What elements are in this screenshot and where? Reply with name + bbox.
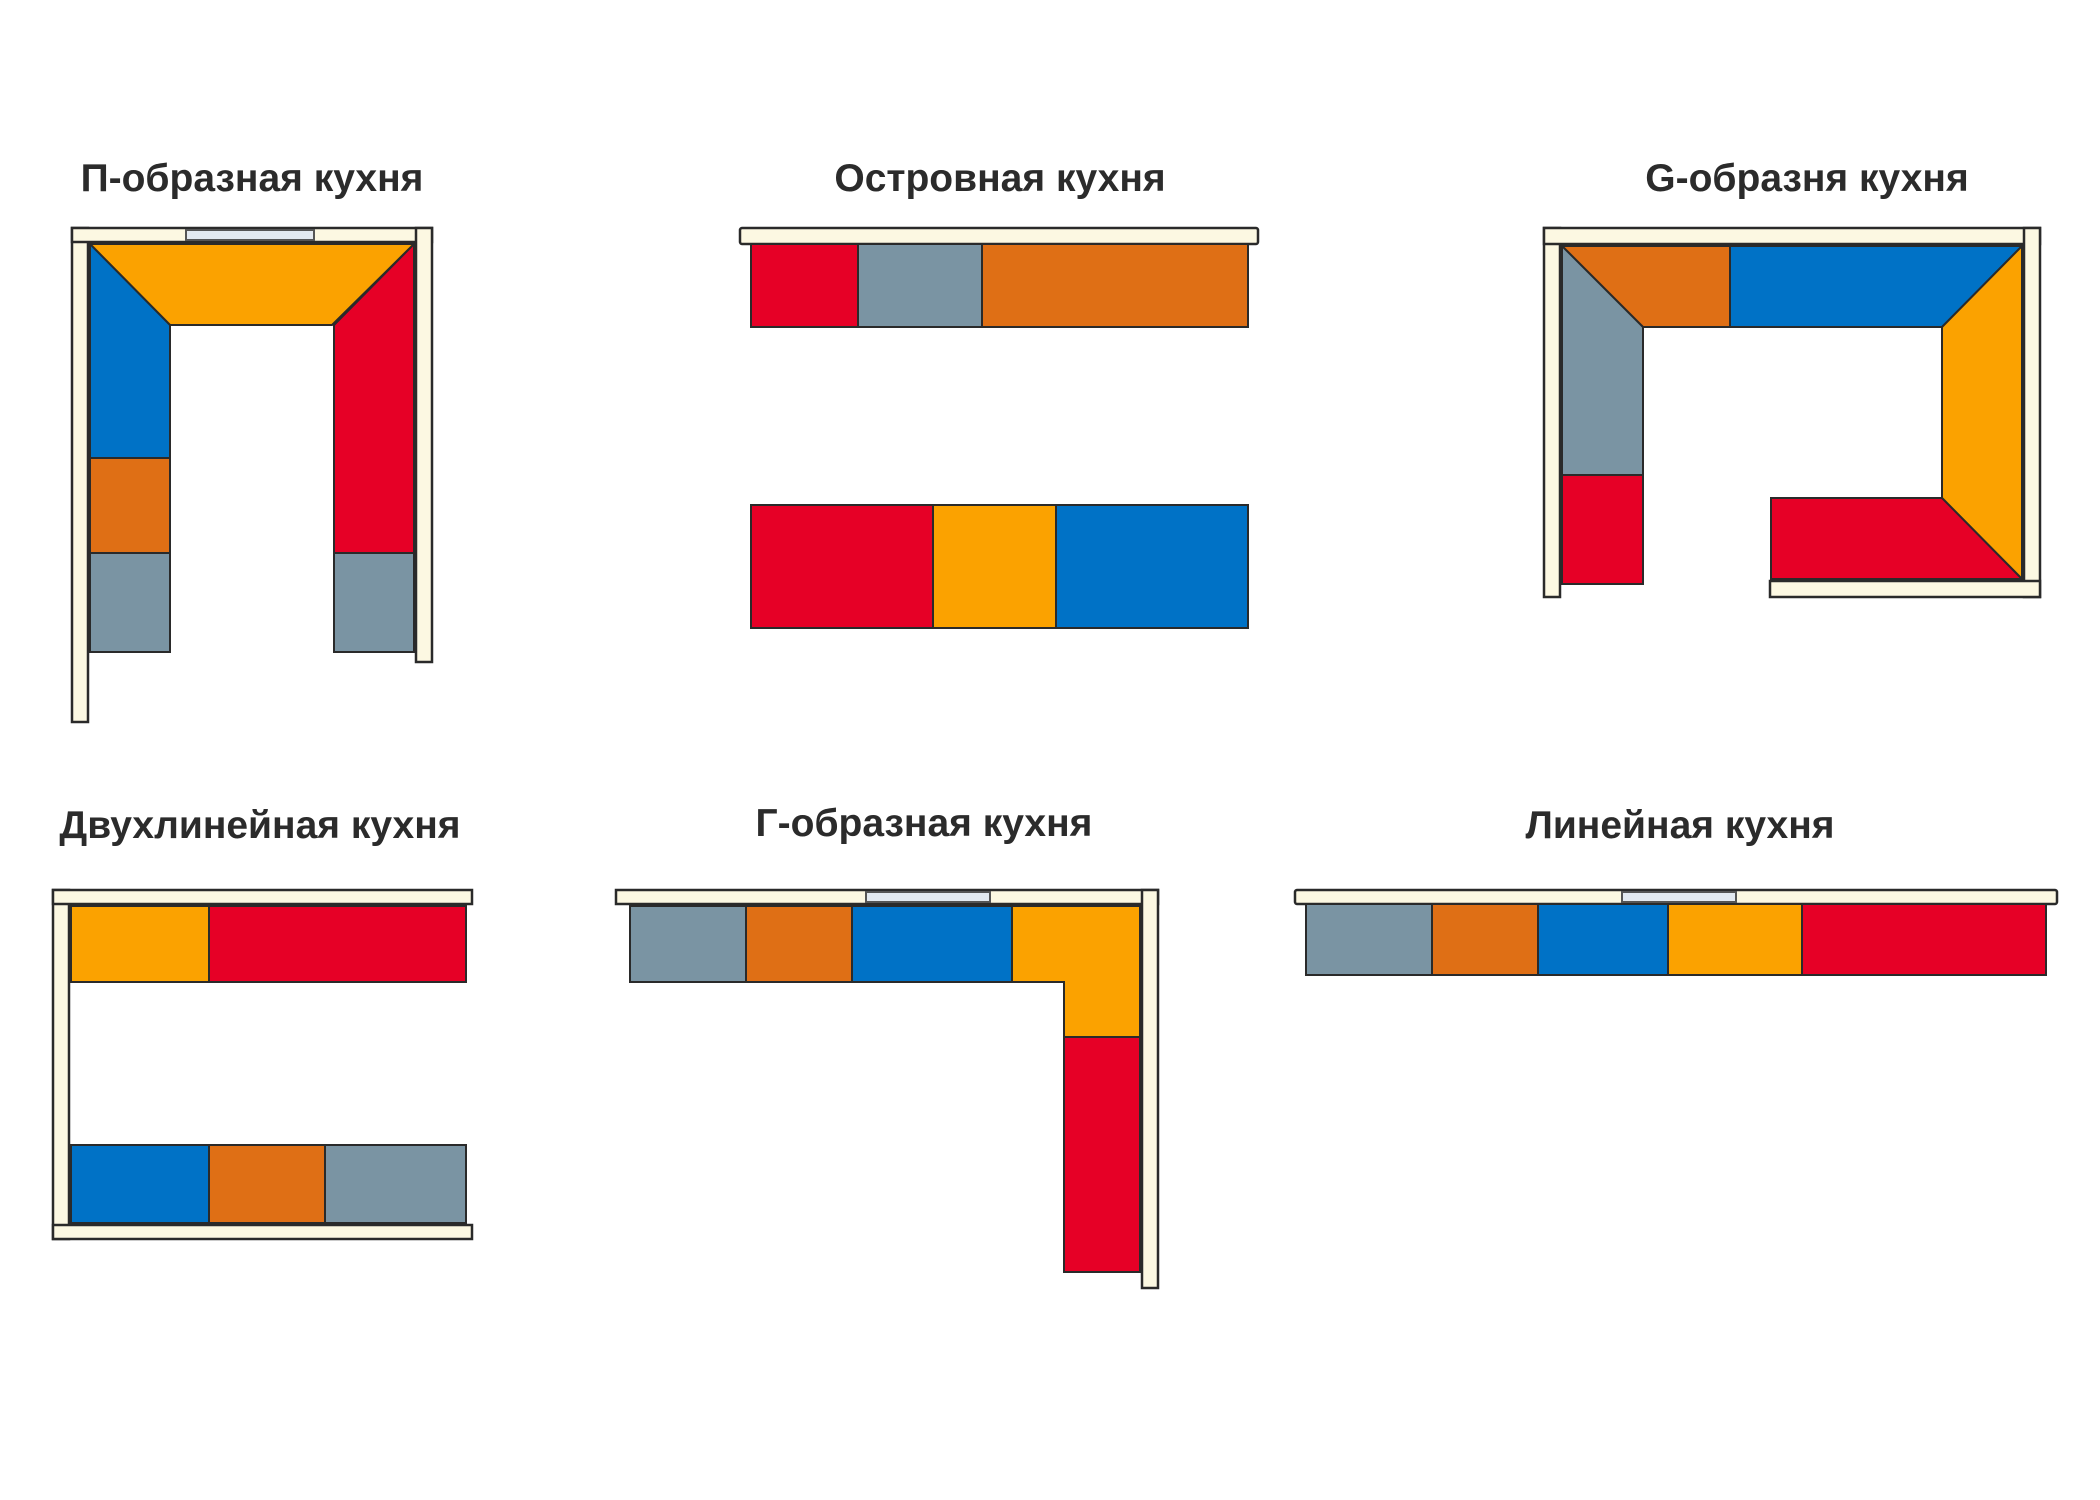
wall-bottom — [51, 1223, 474, 1241]
cabinet — [70, 1144, 210, 1224]
layout-g-shaped: G-образня кухня — [1542, 157, 2042, 599]
wall-left — [1542, 226, 1562, 599]
cabinet — [1801, 903, 2047, 976]
cabinet-corner — [1011, 905, 1141, 1038]
cabinet — [932, 504, 1057, 629]
galley-top-row — [70, 905, 467, 983]
layout-linear: Линейная кухня — [1293, 804, 2059, 976]
cabinet — [981, 243, 1249, 328]
g-cabinets — [1559, 243, 2025, 585]
window — [865, 891, 991, 903]
wall-back — [738, 226, 1260, 246]
cabinet — [851, 905, 1013, 983]
cabinet-right-bottom — [333, 552, 415, 653]
cabinet-left-bottom — [1561, 474, 1644, 585]
wall-right — [414, 226, 434, 664]
cabinet — [208, 905, 467, 983]
cabinet — [1431, 903, 1539, 976]
layout-galley: Двухлинейная кухня — [51, 804, 474, 1241]
cabinet — [1063, 1036, 1141, 1273]
layout-u-shaped: П-образная кухня — [70, 157, 434, 724]
cabinet-peninsula — [1770, 497, 2025, 580]
cabinet — [745, 905, 853, 983]
g-walls — [1542, 226, 2042, 599]
layout-title: П-образная кухня — [81, 157, 424, 200]
wall-top — [1542, 226, 2042, 246]
cabinet — [1305, 903, 1433, 976]
wall-top — [51, 888, 474, 906]
island-block — [750, 504, 1249, 629]
layout-l-shaped: Г-образная кухня — [614, 802, 1160, 1290]
layout-title: Островная кухня — [834, 157, 1165, 200]
layout-island: Островная кухня — [738, 157, 1260, 629]
wall-bottom-right — [1768, 579, 2042, 599]
cabinet — [1055, 504, 1249, 629]
layout-title: G-образня кухня — [1645, 157, 1968, 200]
window — [185, 229, 315, 241]
window — [1621, 891, 1737, 903]
cabinet — [1537, 903, 1669, 976]
wall-right — [2022, 226, 2042, 599]
layout-title: Двухлинейная кухня — [59, 804, 460, 847]
layout-title: Линейная кухня — [1525, 804, 1834, 847]
wall-left — [70, 226, 90, 724]
l-walls — [614, 888, 1160, 1290]
island-back-row — [750, 243, 1249, 328]
linear-cabinets — [1305, 903, 2047, 976]
cabinet — [857, 243, 983, 328]
wall-left — [51, 888, 71, 1241]
cabinet — [629, 905, 747, 983]
layout-title: Г-образная кухня — [756, 802, 1093, 845]
galley-walls — [51, 888, 474, 1241]
l-cabinets — [629, 905, 1141, 1273]
u-cabinets — [87, 241, 417, 653]
cabinet — [750, 504, 934, 629]
cabinet — [208, 1144, 326, 1224]
cabinet — [70, 905, 210, 983]
cabinet-left-middle — [89, 457, 171, 554]
u-walls — [70, 226, 434, 724]
cabinet — [324, 1144, 467, 1224]
galley-bottom-row — [70, 1144, 467, 1224]
cabinet-left-bottom — [89, 552, 171, 653]
cabinet — [750, 243, 859, 328]
cabinet — [1667, 903, 1803, 976]
wall-right — [1140, 888, 1160, 1290]
